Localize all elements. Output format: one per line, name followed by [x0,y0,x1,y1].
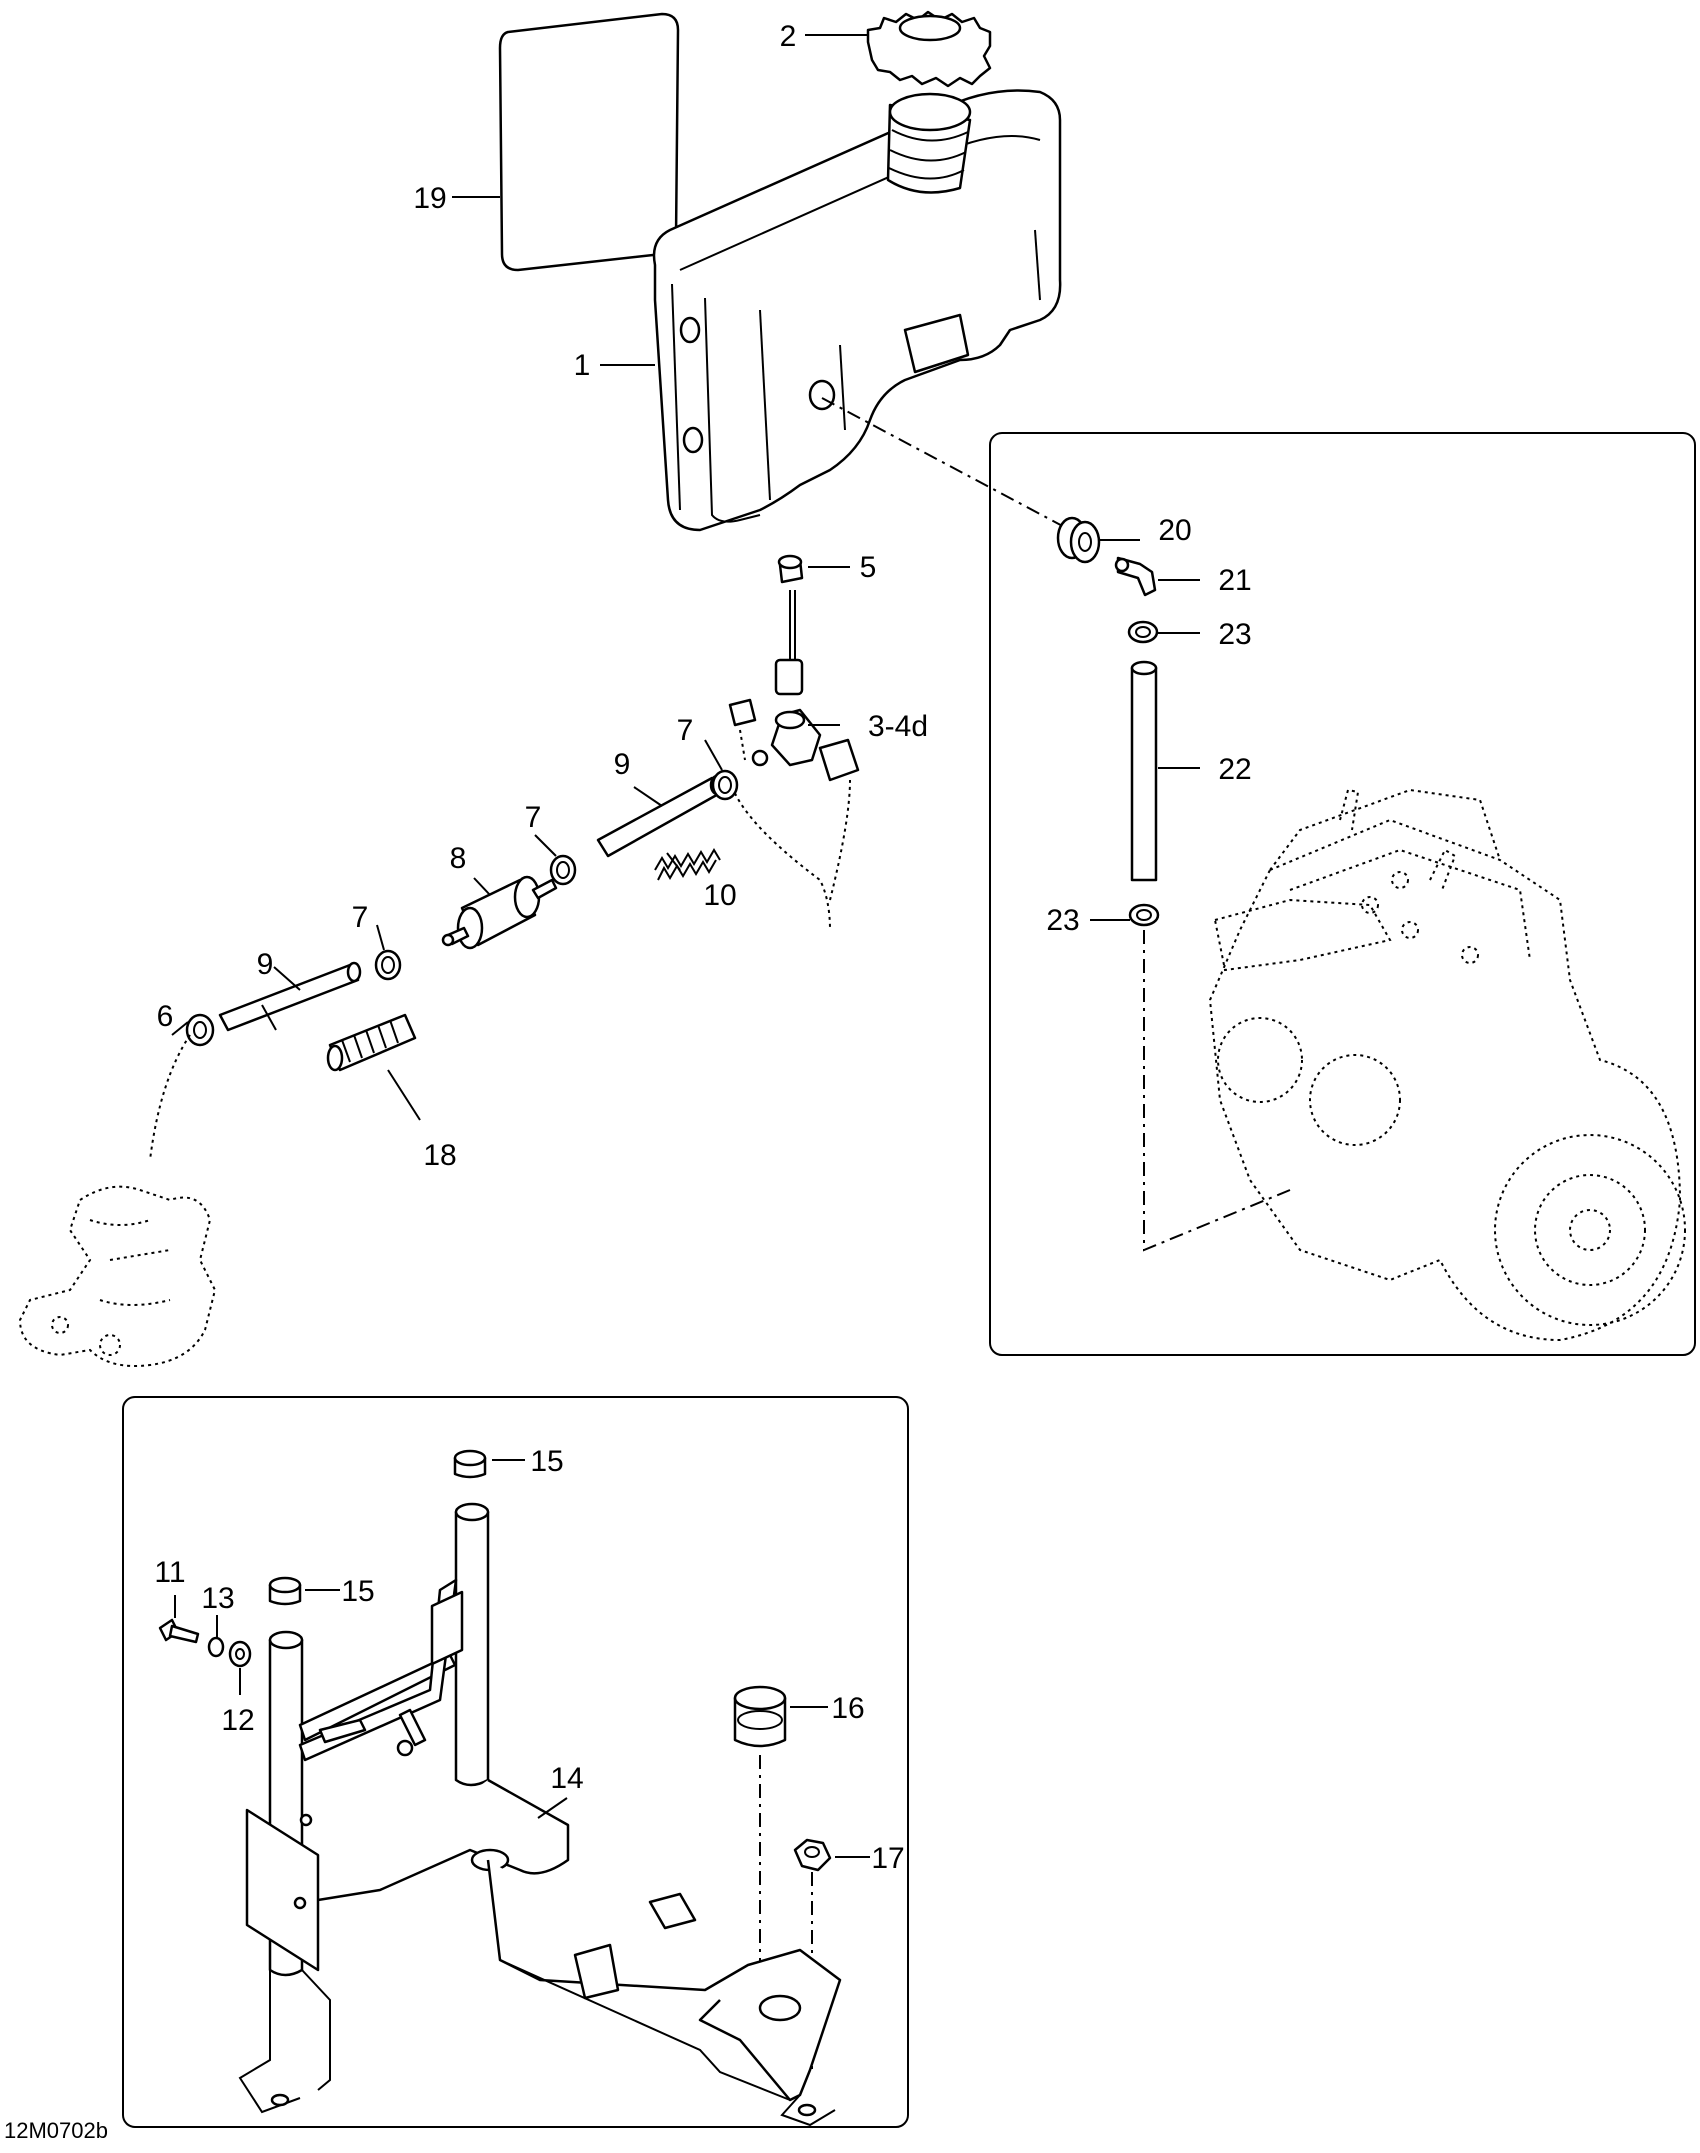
callout-15-upper: 15 [530,1445,563,1478]
tank-cap-part [866,10,992,88]
clamp-carb-part [185,1013,215,1047]
tank-bracket-part [238,1502,842,2127]
cap-15-lower-part [268,1576,302,1606]
leader-lines [171,34,1200,1858]
spring-lower-part [326,1013,417,1072]
clamp-middle-part [549,854,577,886]
bolt-11-part [158,1618,200,1644]
callout-14: 14 [550,1762,583,1795]
fuel-filter-part [441,875,558,950]
vent-hose-part [1130,660,1158,882]
callout-20: 20 [1158,514,1191,547]
elbow-fitting-part [1114,556,1157,597]
grommet-16-part [733,1685,787,1748]
callout-11: 11 [154,1556,185,1589]
callout-12: 12 [221,1704,254,1737]
engine-inset-frame [989,432,1696,1356]
callout-7-middle: 7 [525,801,542,834]
callout-5: 5 [860,551,877,584]
grommet-part [777,554,804,584]
nut-17-part [793,1838,832,1872]
fuel-hose-lower-part [218,961,362,1032]
callout-17: 17 [871,1842,904,1875]
callout-21: 21 [1218,564,1251,597]
clamp-23-upper-part [1127,620,1159,644]
callout-9-upper: 9 [614,748,631,781]
hose-route-leader [1143,930,1291,1252]
grommet-20-part [1056,516,1101,564]
callout-16: 16 [831,1692,864,1725]
callout-15-lower: 15 [341,1575,374,1608]
callout-22: 22 [1218,753,1251,786]
cap-15-upper-part [453,1449,487,1479]
clamp-upper-part [711,769,739,801]
washer-12-part [228,1640,252,1668]
callout-9-lower: 9 [257,948,274,981]
callout-1: 1 [574,349,591,382]
tank-to-fitting-leader [821,397,1071,531]
fuel-valve-part [728,590,860,931]
callout-6: 6 [157,1000,174,1033]
fuel-pump-phantom [18,1034,217,1367]
bracket-inset-frame [122,1396,909,2128]
lockwasher-13-part [207,1636,225,1658]
callout-10: 10 [703,879,736,912]
callout-23-upper: 23 [1218,618,1251,651]
callout-19: 19 [413,182,446,215]
fuel-tank-part [652,89,1062,532]
callout-3-4d: 3-4d [868,710,928,743]
callout-2: 2 [780,20,797,53]
callout-13: 13 [201,1582,234,1615]
callout-7-upper: 7 [677,714,694,747]
decal-part [498,12,680,272]
fuel-hose-upper-part [596,774,725,858]
spring-upper-part [654,848,721,881]
figure-code: 12M0702b [4,2118,108,2143]
clamp-lower-part [374,949,402,981]
callout-labels: 1 2 3-4d 5 6 7 7 7 8 9 9 10 11 12 13 14 … [154,20,1251,1875]
clamp-23-lower-part [1128,903,1160,927]
engine-phantom [1208,788,1686,1342]
callout-8: 8 [450,842,467,875]
callout-23-lower: 23 [1046,904,1079,937]
callout-18: 18 [423,1139,456,1172]
callout-7-lower: 7 [352,901,369,934]
